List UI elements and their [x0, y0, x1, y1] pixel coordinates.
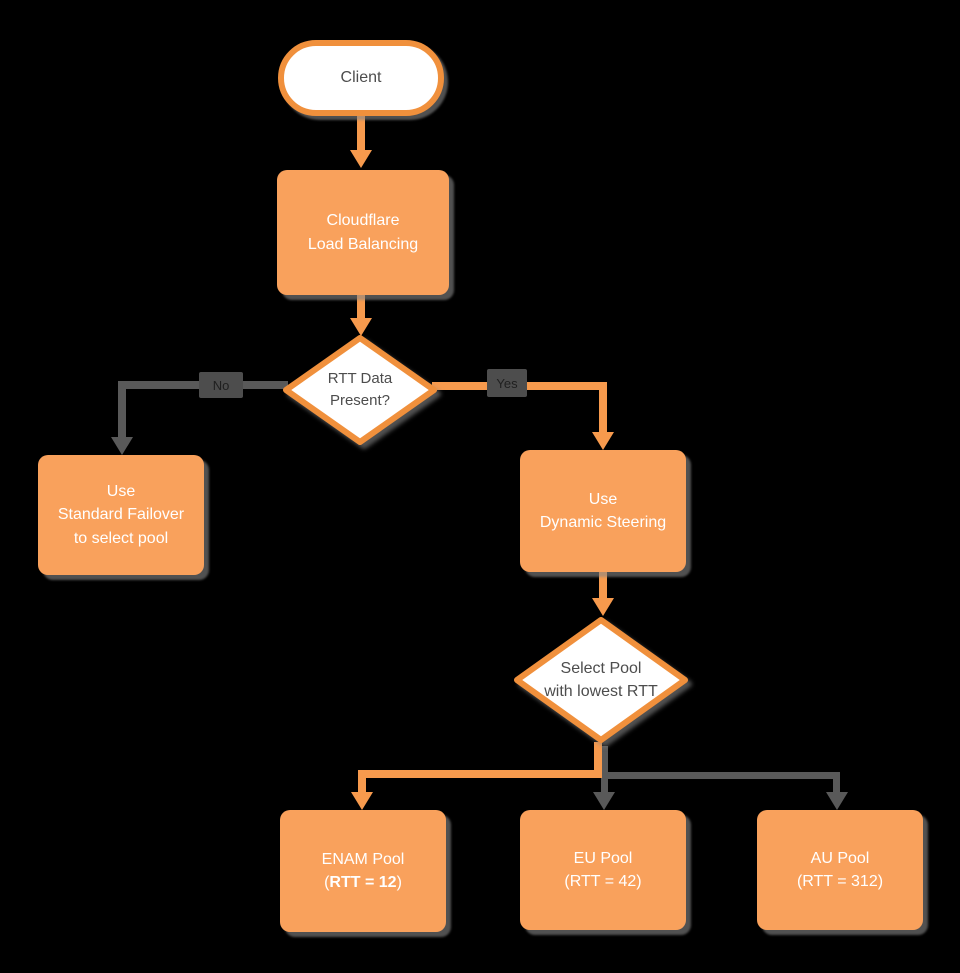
node-au-pool-line1: AU Pool — [810, 849, 870, 867]
node-eu-pool-line1: EU Pool — [573, 849, 633, 867]
edge-yes-vertical — [599, 382, 607, 434]
arrowhead-select-to-enam-icon — [351, 792, 373, 810]
node-select-pool-line1: Select Pool — [560, 659, 642, 677]
node-select-pool-decision: Select Pool with lowest RTT — [513, 616, 689, 744]
arrowhead-no-icon — [111, 437, 133, 455]
arrowhead-steering-to-select-icon — [592, 598, 614, 616]
node-rtt-data-present-decision: RTT Data Present? — [282, 334, 438, 446]
node-standard-failover-line2: Standard Failover — [57, 506, 185, 524]
edge-client-to-lb — [357, 114, 365, 152]
edge-select-to-au-horizontal — [604, 772, 837, 779]
node-cloudflare-load-balancing: Cloudflare Load Balancing — [277, 170, 449, 295]
node-enam-pool-line1: ENAM Pool — [321, 850, 405, 868]
node-dynamic-steering-line2: Dynamic Steering — [539, 514, 667, 531]
node-enam-pool: ENAM Pool (RTT = 12) — [280, 810, 446, 932]
arrowhead-client-to-lb-icon — [350, 150, 372, 168]
edge-select-to-enam-horizontal — [358, 770, 602, 778]
edge-label-yes: Yes — [487, 369, 527, 397]
edge-select-to-enam-vertical — [358, 770, 366, 796]
node-client: Client — [278, 40, 444, 116]
node-client-label: Client — [340, 69, 382, 87]
edge-lb-to-rtt — [357, 294, 365, 320]
edge-select-to-au-vertical — [833, 772, 840, 794]
node-rtt-decision-line2: Present? — [329, 392, 391, 409]
arrowhead-lb-to-rtt-icon — [350, 318, 372, 336]
node-rtt-decision-text: RTT Data Present? — [282, 334, 438, 446]
node-select-pool-line2: with lowest RTT — [544, 683, 658, 700]
node-cloudflare-line1: Cloudflare — [326, 212, 400, 230]
edge-select-to-eu — [601, 746, 608, 794]
node-cloudflare-line2: Load Balancing — [307, 235, 419, 253]
arrowhead-yes-icon — [592, 432, 614, 450]
arrowhead-select-to-au-icon — [826, 792, 848, 810]
node-enam-rtt-suffix: ) — [396, 874, 402, 891]
diamond-shape-icon — [283, 335, 437, 445]
node-standard-failover-line3: to select pool — [73, 529, 169, 547]
node-standard-failover: Use Standard Failover to select pool — [38, 455, 204, 575]
edge-label-no: No — [199, 372, 243, 398]
node-au-pool: AU Pool (RTT = 312) — [757, 810, 923, 930]
edge-select-to-enam-drop — [594, 742, 602, 778]
node-enam-rtt-value: RTT = 12 — [329, 874, 397, 891]
diamond-shape-icon — [514, 617, 688, 743]
node-select-pool-text: Select Pool with lowest RTT — [513, 616, 689, 744]
node-au-pool-line2: (RTT = 312) — [796, 873, 884, 890]
node-eu-pool: EU Pool (RTT = 42) — [520, 810, 686, 930]
arrowhead-select-to-eu-icon — [593, 792, 615, 810]
edge-steering-to-select — [599, 571, 607, 601]
node-dynamic-steering-line1: Use — [588, 490, 618, 508]
node-eu-pool-line2: (RTT = 42) — [564, 873, 642, 890]
edge-no-vertical — [118, 381, 126, 441]
node-rtt-decision-line1: RTT Data — [327, 370, 393, 388]
node-standard-failover-line1: Use — [106, 483, 136, 501]
node-enam-rtt-prefix: ( — [324, 874, 330, 891]
node-dynamic-steering: Use Dynamic Steering — [520, 450, 686, 572]
node-enam-pool-line2: (RTT = 12) — [324, 871, 402, 894]
